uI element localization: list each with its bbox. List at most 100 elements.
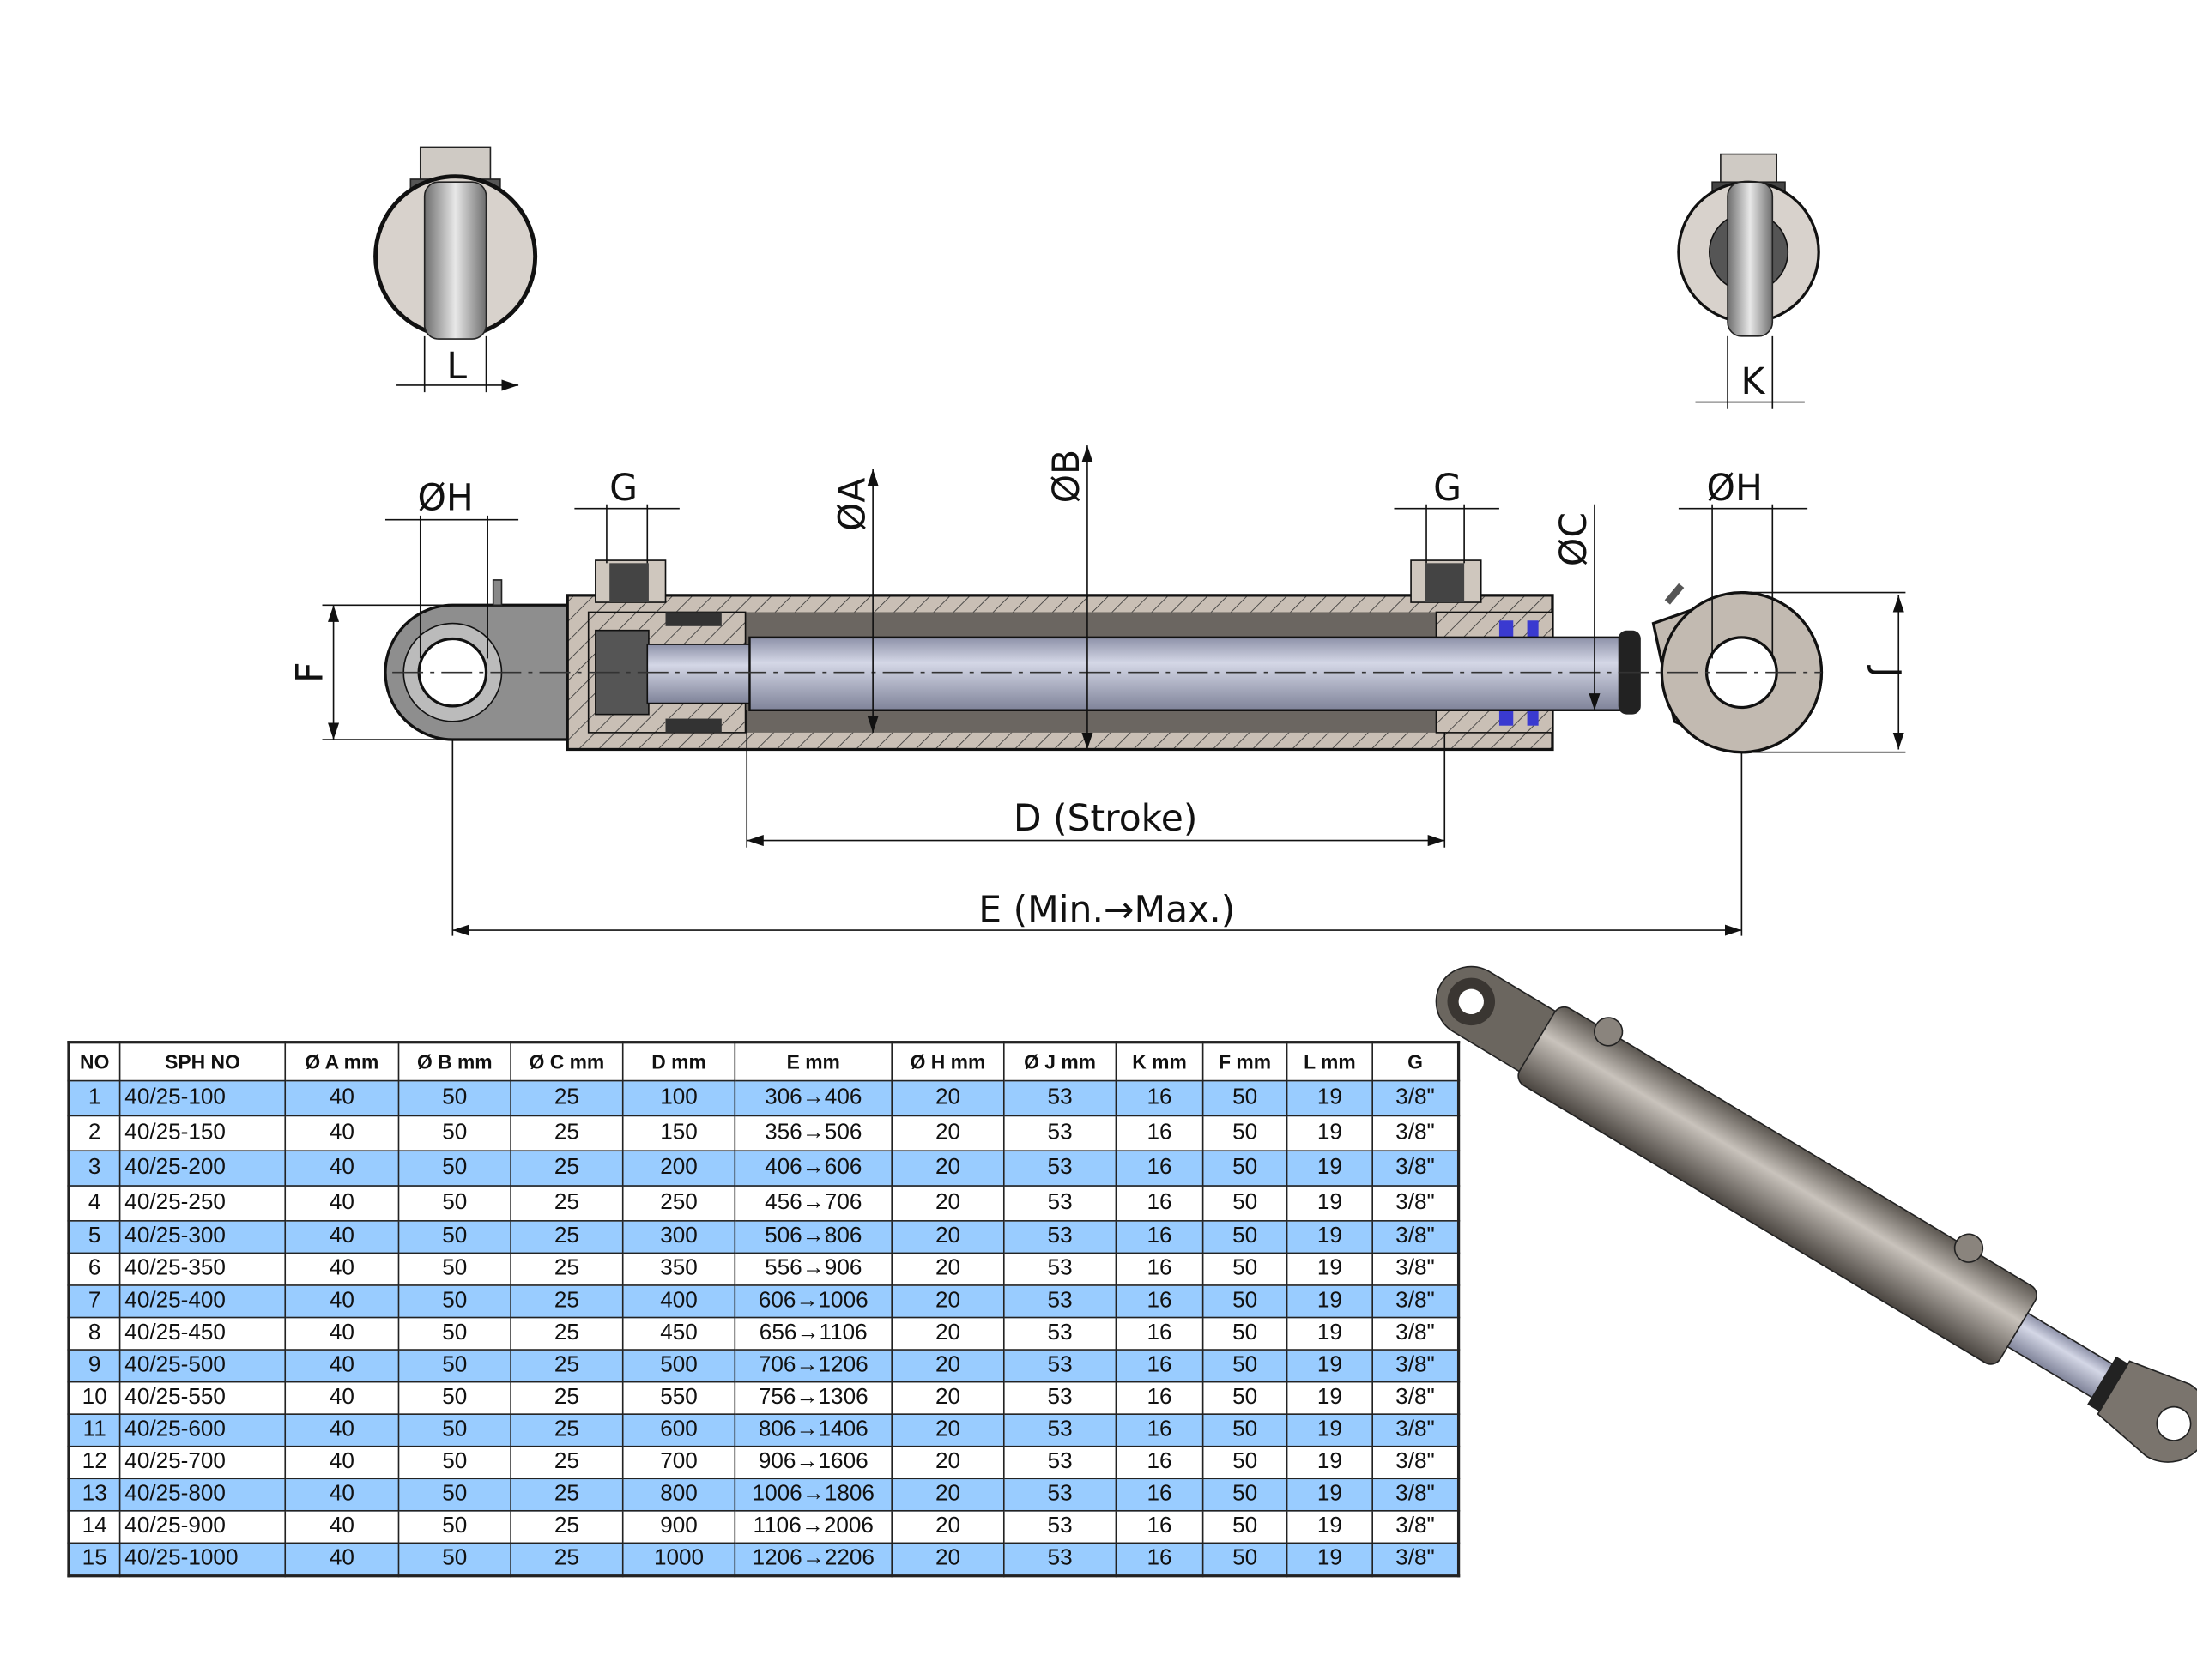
table-cell: 4 bbox=[68, 1185, 121, 1222]
table-cell: 19 bbox=[1286, 1381, 1373, 1415]
table-cell: 50 bbox=[397, 1284, 511, 1319]
table-cell: 10 bbox=[68, 1381, 121, 1415]
table-cell: 50 bbox=[397, 1478, 511, 1512]
table-cell: 53 bbox=[1002, 1252, 1117, 1286]
table-cell: 16 bbox=[1115, 1381, 1204, 1415]
table-cell: 3/8" bbox=[1371, 1349, 1460, 1383]
table-cell: 3/8" bbox=[1371, 1220, 1460, 1254]
table-cell: 25 bbox=[510, 1115, 624, 1152]
table-cell: 16 bbox=[1115, 1150, 1204, 1187]
table-cell: 506→806 bbox=[734, 1220, 893, 1254]
table-cell: 50 bbox=[397, 1079, 511, 1117]
table-cell: 53 bbox=[1002, 1150, 1117, 1187]
table-cell: 3/8" bbox=[1371, 1445, 1460, 1480]
table-cell: 3/8" bbox=[1371, 1079, 1460, 1117]
table-cell: 40 bbox=[284, 1478, 400, 1512]
table-cell: 450 bbox=[621, 1316, 736, 1351]
table-cell: 40/25-200 bbox=[118, 1150, 287, 1187]
table-cell: 40/25-400 bbox=[118, 1284, 287, 1319]
table-cell: 53 bbox=[1002, 1478, 1117, 1512]
table-cell: 3/8" bbox=[1371, 1381, 1460, 1415]
table-cell: 19 bbox=[1286, 1349, 1373, 1383]
table-cell: 16 bbox=[1115, 1252, 1204, 1286]
table-cell: 800 bbox=[621, 1478, 736, 1512]
dim-label-F: F bbox=[290, 662, 332, 682]
column-header: Ø A mm bbox=[284, 1041, 400, 1082]
table-cell: 50 bbox=[1201, 1185, 1288, 1222]
table-cell: 16 bbox=[1115, 1413, 1204, 1447]
table-cell: 20 bbox=[891, 1185, 1005, 1222]
table-cell: 40 bbox=[284, 1220, 400, 1254]
table-cell: 50 bbox=[1201, 1413, 1288, 1447]
table-cell: 6 bbox=[68, 1252, 121, 1286]
column-header: F mm bbox=[1201, 1041, 1288, 1082]
table-cell: 40 bbox=[284, 1413, 400, 1447]
table-cell: 20 bbox=[891, 1413, 1005, 1447]
table-cell: 20 bbox=[891, 1284, 1005, 1319]
dim-label-H-right: ØH bbox=[1707, 468, 1763, 510]
table-cell: 53 bbox=[1002, 1413, 1117, 1447]
table-cell: 25 bbox=[510, 1220, 624, 1254]
table-cell: 19 bbox=[1286, 1478, 1373, 1512]
table-cell: 20 bbox=[891, 1478, 1005, 1512]
table-cell: 40 bbox=[284, 1150, 400, 1187]
table-cell: 50 bbox=[1201, 1115, 1288, 1152]
table-cell: 13 bbox=[68, 1478, 121, 1512]
table-cell: 53 bbox=[1002, 1381, 1117, 1415]
table-cell: 40/25-900 bbox=[118, 1509, 287, 1544]
table-cell: 53 bbox=[1002, 1284, 1117, 1319]
column-header: G bbox=[1371, 1041, 1460, 1082]
table-cell: 20 bbox=[891, 1542, 1005, 1577]
table-cell: 40/25-150 bbox=[118, 1115, 287, 1152]
table-cell: 16 bbox=[1115, 1509, 1204, 1544]
dim-label-E-length: E (Min.→Max.) bbox=[978, 889, 1235, 931]
table-cell: 50 bbox=[397, 1381, 511, 1415]
table-cell: 19 bbox=[1286, 1316, 1373, 1351]
table-cell: 16 bbox=[1115, 1349, 1204, 1383]
table-cell: 3 bbox=[68, 1150, 121, 1187]
table-cell: 11 bbox=[68, 1413, 121, 1447]
table-cell: 50 bbox=[1201, 1349, 1288, 1383]
cylinder-section-view bbox=[384, 559, 1824, 754]
table-cell: 19 bbox=[1286, 1413, 1373, 1447]
dim-label-G-left: G bbox=[609, 468, 638, 510]
table-cell: 9 bbox=[68, 1349, 121, 1383]
column-header: SPH NO bbox=[118, 1041, 287, 1082]
table-cell: 20 bbox=[891, 1252, 1005, 1286]
table-cell: 3/8" bbox=[1371, 1509, 1460, 1544]
table-cell: 350 bbox=[621, 1252, 736, 1286]
table-cell: 50 bbox=[1201, 1252, 1288, 1286]
table-cell: 16 bbox=[1115, 1220, 1204, 1254]
table-cell: 40 bbox=[284, 1252, 400, 1286]
table-cell: 40 bbox=[284, 1509, 400, 1544]
table-cell: 900 bbox=[621, 1509, 736, 1544]
table-cell: 16 bbox=[1115, 1478, 1204, 1512]
table-cell: 1206→2206 bbox=[734, 1542, 893, 1577]
table-cell: 50 bbox=[397, 1220, 511, 1254]
table-cell: 906→1606 bbox=[734, 1445, 893, 1480]
table-cell: 456→706 bbox=[734, 1185, 893, 1222]
table-cell: 40/25-600 bbox=[118, 1413, 287, 1447]
table-cell: 50 bbox=[1201, 1478, 1288, 1512]
table-cell: 53 bbox=[1002, 1349, 1117, 1383]
table-cell: 50 bbox=[397, 1542, 511, 1577]
table-cell: 250 bbox=[621, 1185, 736, 1222]
table-cell: 53 bbox=[1002, 1220, 1117, 1254]
table-cell: 50 bbox=[1201, 1079, 1288, 1117]
dim-label-A: ØA bbox=[832, 478, 874, 531]
table-cell: 19 bbox=[1286, 1252, 1373, 1286]
table-cell: 40 bbox=[284, 1316, 400, 1351]
table-cell: 53 bbox=[1002, 1185, 1117, 1222]
table-cell: 20 bbox=[891, 1381, 1005, 1415]
table-cell: 40/25-450 bbox=[118, 1316, 287, 1351]
table-cell: 19 bbox=[1286, 1542, 1373, 1577]
table-cell: 19 bbox=[1286, 1150, 1373, 1187]
